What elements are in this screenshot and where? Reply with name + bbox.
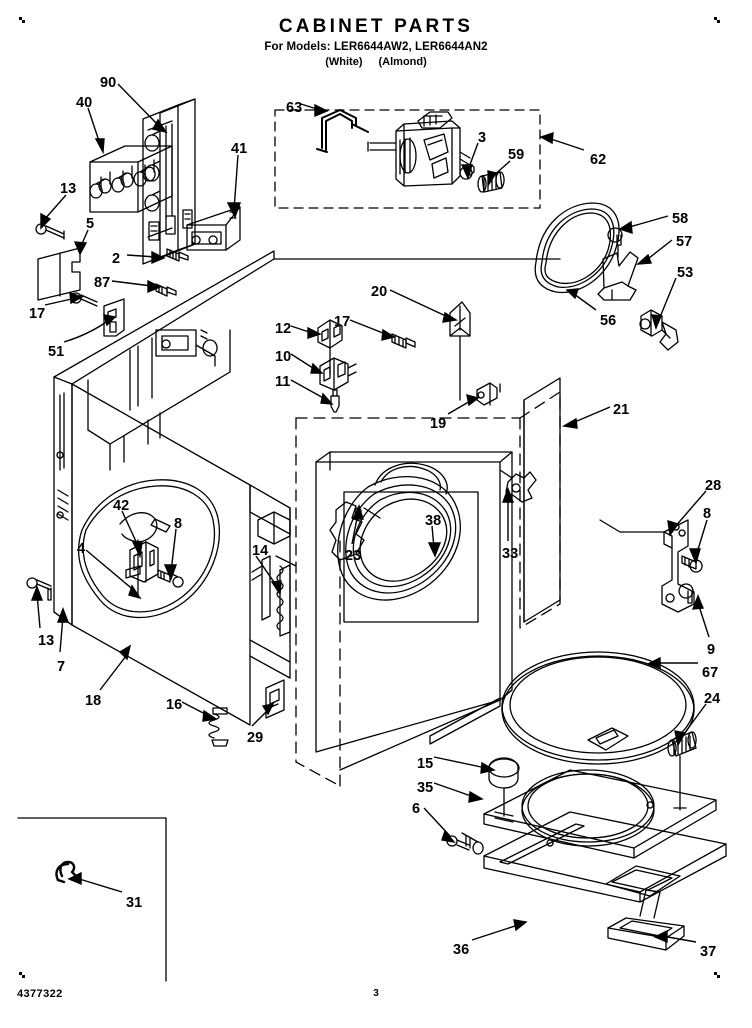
- cabinet-base-rails: [249, 507, 291, 679]
- callout-number-35[interactable]: 35: [417, 780, 434, 796]
- part-20-wire-clamp: [449, 301, 471, 401]
- document-code: 4377322: [17, 988, 63, 1000]
- part-28-hinge-bracket: [599, 519, 695, 613]
- part-38-front-bulkhead: [337, 462, 461, 601]
- part-31-inset-frame: [17, 817, 167, 982]
- callout-number-56[interactable]: 56: [600, 313, 617, 329]
- part-36-main-top: [483, 811, 727, 903]
- callout-number-53[interactable]: 53: [677, 265, 694, 281]
- reg-mark-top-left: [19, 17, 26, 24]
- front-panel-assembly: [315, 451, 537, 771]
- callout-number-8[interactable]: 8: [174, 516, 183, 532]
- part-10-door-switch: [319, 357, 357, 391]
- callout-number-5[interactable]: 5: [86, 216, 95, 232]
- models-list: LER6644AW2, LER6644AN2: [333, 41, 488, 53]
- reg-mark-top-right: [714, 17, 721, 24]
- part-4-insulation-pad: [78, 479, 220, 619]
- callout-number-12[interactable]: 12: [275, 321, 292, 337]
- callout-number-7[interactable]: 7: [57, 659, 66, 675]
- callout-number-57[interactable]: 57: [676, 234, 693, 250]
- callout-number-59[interactable]: 59: [508, 147, 525, 163]
- callout-number-31[interactable]: 31: [126, 895, 143, 911]
- models-prefix: For Models:: [264, 41, 331, 53]
- part-19-hinge: [476, 382, 501, 406]
- callout-number-2[interactable]: 2: [112, 251, 121, 267]
- part-24-clamp: [667, 731, 697, 811]
- callout-number-23[interactable]: 23: [345, 548, 362, 564]
- callout-number-21[interactable]: 21: [613, 402, 630, 418]
- part-8-screw-left: [157, 569, 184, 588]
- page-title: CABINET PARTS: [278, 16, 474, 37]
- callout-number-20[interactable]: 20: [371, 284, 388, 300]
- color-variant-almond: (Almond): [378, 56, 427, 68]
- cabinet-right-side-panel: [523, 377, 561, 623]
- part-33-bushing: [499, 469, 537, 503]
- part-58-screw: [607, 227, 623, 258]
- callout-number-3[interactable]: 3: [478, 130, 487, 146]
- callout-number-87[interactable]: 87: [94, 275, 111, 291]
- callout-number-28[interactable]: 28: [705, 478, 722, 494]
- callout-number-18[interactable]: 18: [85, 693, 102, 709]
- color-variants-line: (White) (Almond): [0, 56, 752, 68]
- reg-mark-bottom-left: [19, 972, 26, 979]
- reg-mark-bottom-right: [714, 972, 721, 979]
- callout-number-17[interactable]: 17: [29, 306, 46, 322]
- callout-number-16[interactable]: 16: [166, 697, 183, 713]
- callout-number-11[interactable]: 11: [275, 374, 291, 390]
- part-11-plunger: [330, 389, 340, 413]
- part-17-screw-center: [391, 333, 416, 349]
- callout-number-38[interactable]: 38: [425, 513, 442, 529]
- motor-inset-box: [274, 109, 541, 209]
- callout-number-33[interactable]: 33: [502, 546, 519, 562]
- part-15-cap: [488, 757, 520, 817]
- part-9-screw: [678, 583, 694, 604]
- callout-number-24[interactable]: 24: [704, 691, 721, 707]
- part-53-idler-pulley: [639, 309, 679, 351]
- callout-number-62[interactable]: 62: [590, 152, 607, 168]
- callout-number-13[interactable]: 13: [60, 181, 77, 197]
- callout-number-41[interactable]: 41: [231, 141, 248, 157]
- part-56-drive-belt: [534, 202, 620, 294]
- callout-number-51[interactable]: 51: [48, 344, 65, 360]
- part-31-wire-clip: [55, 860, 78, 884]
- callout-number-13[interactable]: 13: [38, 633, 55, 649]
- callout-number-42[interactable]: 42: [113, 498, 130, 514]
- callout-number-36[interactable]: 36: [453, 942, 470, 958]
- part-8-screw-right: [681, 555, 703, 573]
- cabinet-shell-18: [53, 250, 561, 726]
- part-62-drive-motor: [367, 111, 505, 193]
- callout-number-8[interactable]: 8: [703, 506, 712, 522]
- part-6-screw: [446, 832, 484, 855]
- page-number: 3: [373, 988, 379, 999]
- callout-number-6[interactable]: 6: [412, 801, 421, 817]
- part-67-drum-ring: [501, 651, 695, 765]
- callout-number-40[interactable]: 40: [76, 95, 93, 111]
- callout-number-90[interactable]: 90: [100, 75, 117, 91]
- callout-number-14[interactable]: 14: [252, 543, 269, 559]
- callout-number-19[interactable]: 19: [430, 416, 447, 432]
- callout-number-58[interactable]: 58: [672, 211, 689, 227]
- callout-number-37[interactable]: 37: [700, 944, 717, 960]
- callout-number-10[interactable]: 10: [275, 349, 292, 365]
- callout-number-63[interactable]: 63: [286, 100, 303, 116]
- models-line: For Models: LER6644AW2, LER6644AN2: [0, 41, 752, 53]
- part-57-idler-bracket: [597, 251, 639, 301]
- callout-number-4[interactable]: 4: [77, 541, 86, 557]
- part-13-screw-upper: [35, 223, 65, 240]
- part-37-lint-screen: [607, 889, 685, 951]
- part-5-end-cap: [37, 247, 81, 301]
- callout-number-9[interactable]: 9: [707, 642, 716, 658]
- callout-number-67[interactable]: 67: [702, 665, 719, 681]
- callout-number-15[interactable]: 15: [417, 756, 434, 772]
- part-35-top-panel: [483, 769, 717, 859]
- part-63-wire-clip: [316, 109, 369, 153]
- color-variant-white: (White): [325, 56, 363, 68]
- callout-number-29[interactable]: 29: [247, 730, 264, 746]
- part-13-screw-lower: [26, 577, 52, 601]
- callout-number-17[interactable]: 17: [334, 314, 351, 330]
- part-16-leveling-leg: [208, 707, 229, 747]
- part-2-screw: [166, 248, 189, 262]
- part-21-cabinet-outline: [295, 391, 561, 787]
